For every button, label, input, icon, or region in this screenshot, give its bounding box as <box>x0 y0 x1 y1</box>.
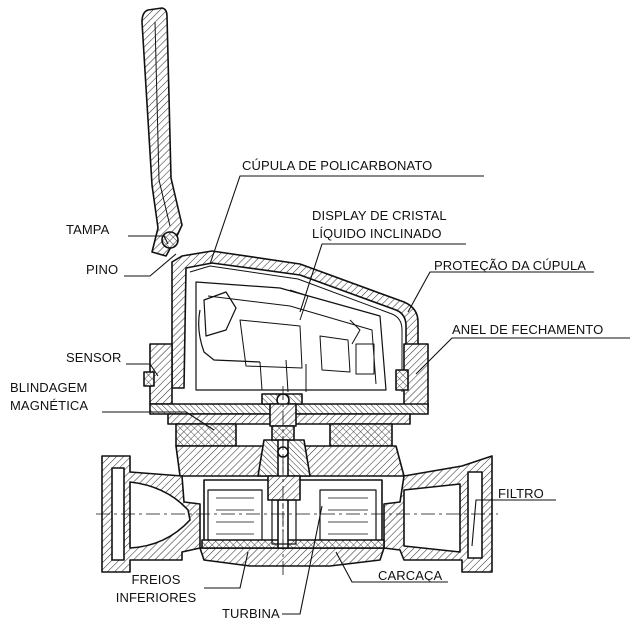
label-filtro: FILTRO <box>498 486 544 501</box>
label-carcaca: CARCAÇA <box>378 568 443 583</box>
label-pino: PINO <box>86 262 119 277</box>
label-protecao: PROTEÇÃO DA CÚPULA <box>434 258 587 273</box>
label-cupula: CÚPULA DE POLICARBONATO <box>242 158 433 173</box>
label-freios-line1: FREIOS <box>131 572 181 587</box>
label-sensor: SENSOR <box>66 350 122 365</box>
closing-ring <box>143 343 429 409</box>
label-tampa: TAMPA <box>66 222 110 237</box>
label-blindagem-line2: MAGNÉTICA <box>10 398 89 413</box>
label-display-line1: DISPLAY DE CRISTAL <box>312 208 447 223</box>
lid <box>141 7 183 257</box>
display-assembly <box>195 281 387 393</box>
turbine-chamber <box>201 479 385 549</box>
magnetic-shield <box>149 393 429 447</box>
label-display-line2: LÍQUIDO INCLINADO <box>312 226 442 241</box>
label-freios-line2: INFERIORES <box>115 590 197 605</box>
label-turbina: TURBINA <box>222 606 280 621</box>
label-blindagem-line1: BLINDAGEM <box>10 380 88 395</box>
center-lines <box>96 386 498 576</box>
label-anel: ANEL DE FECHAMENTO <box>452 322 604 337</box>
leader-lines <box>102 175 630 615</box>
